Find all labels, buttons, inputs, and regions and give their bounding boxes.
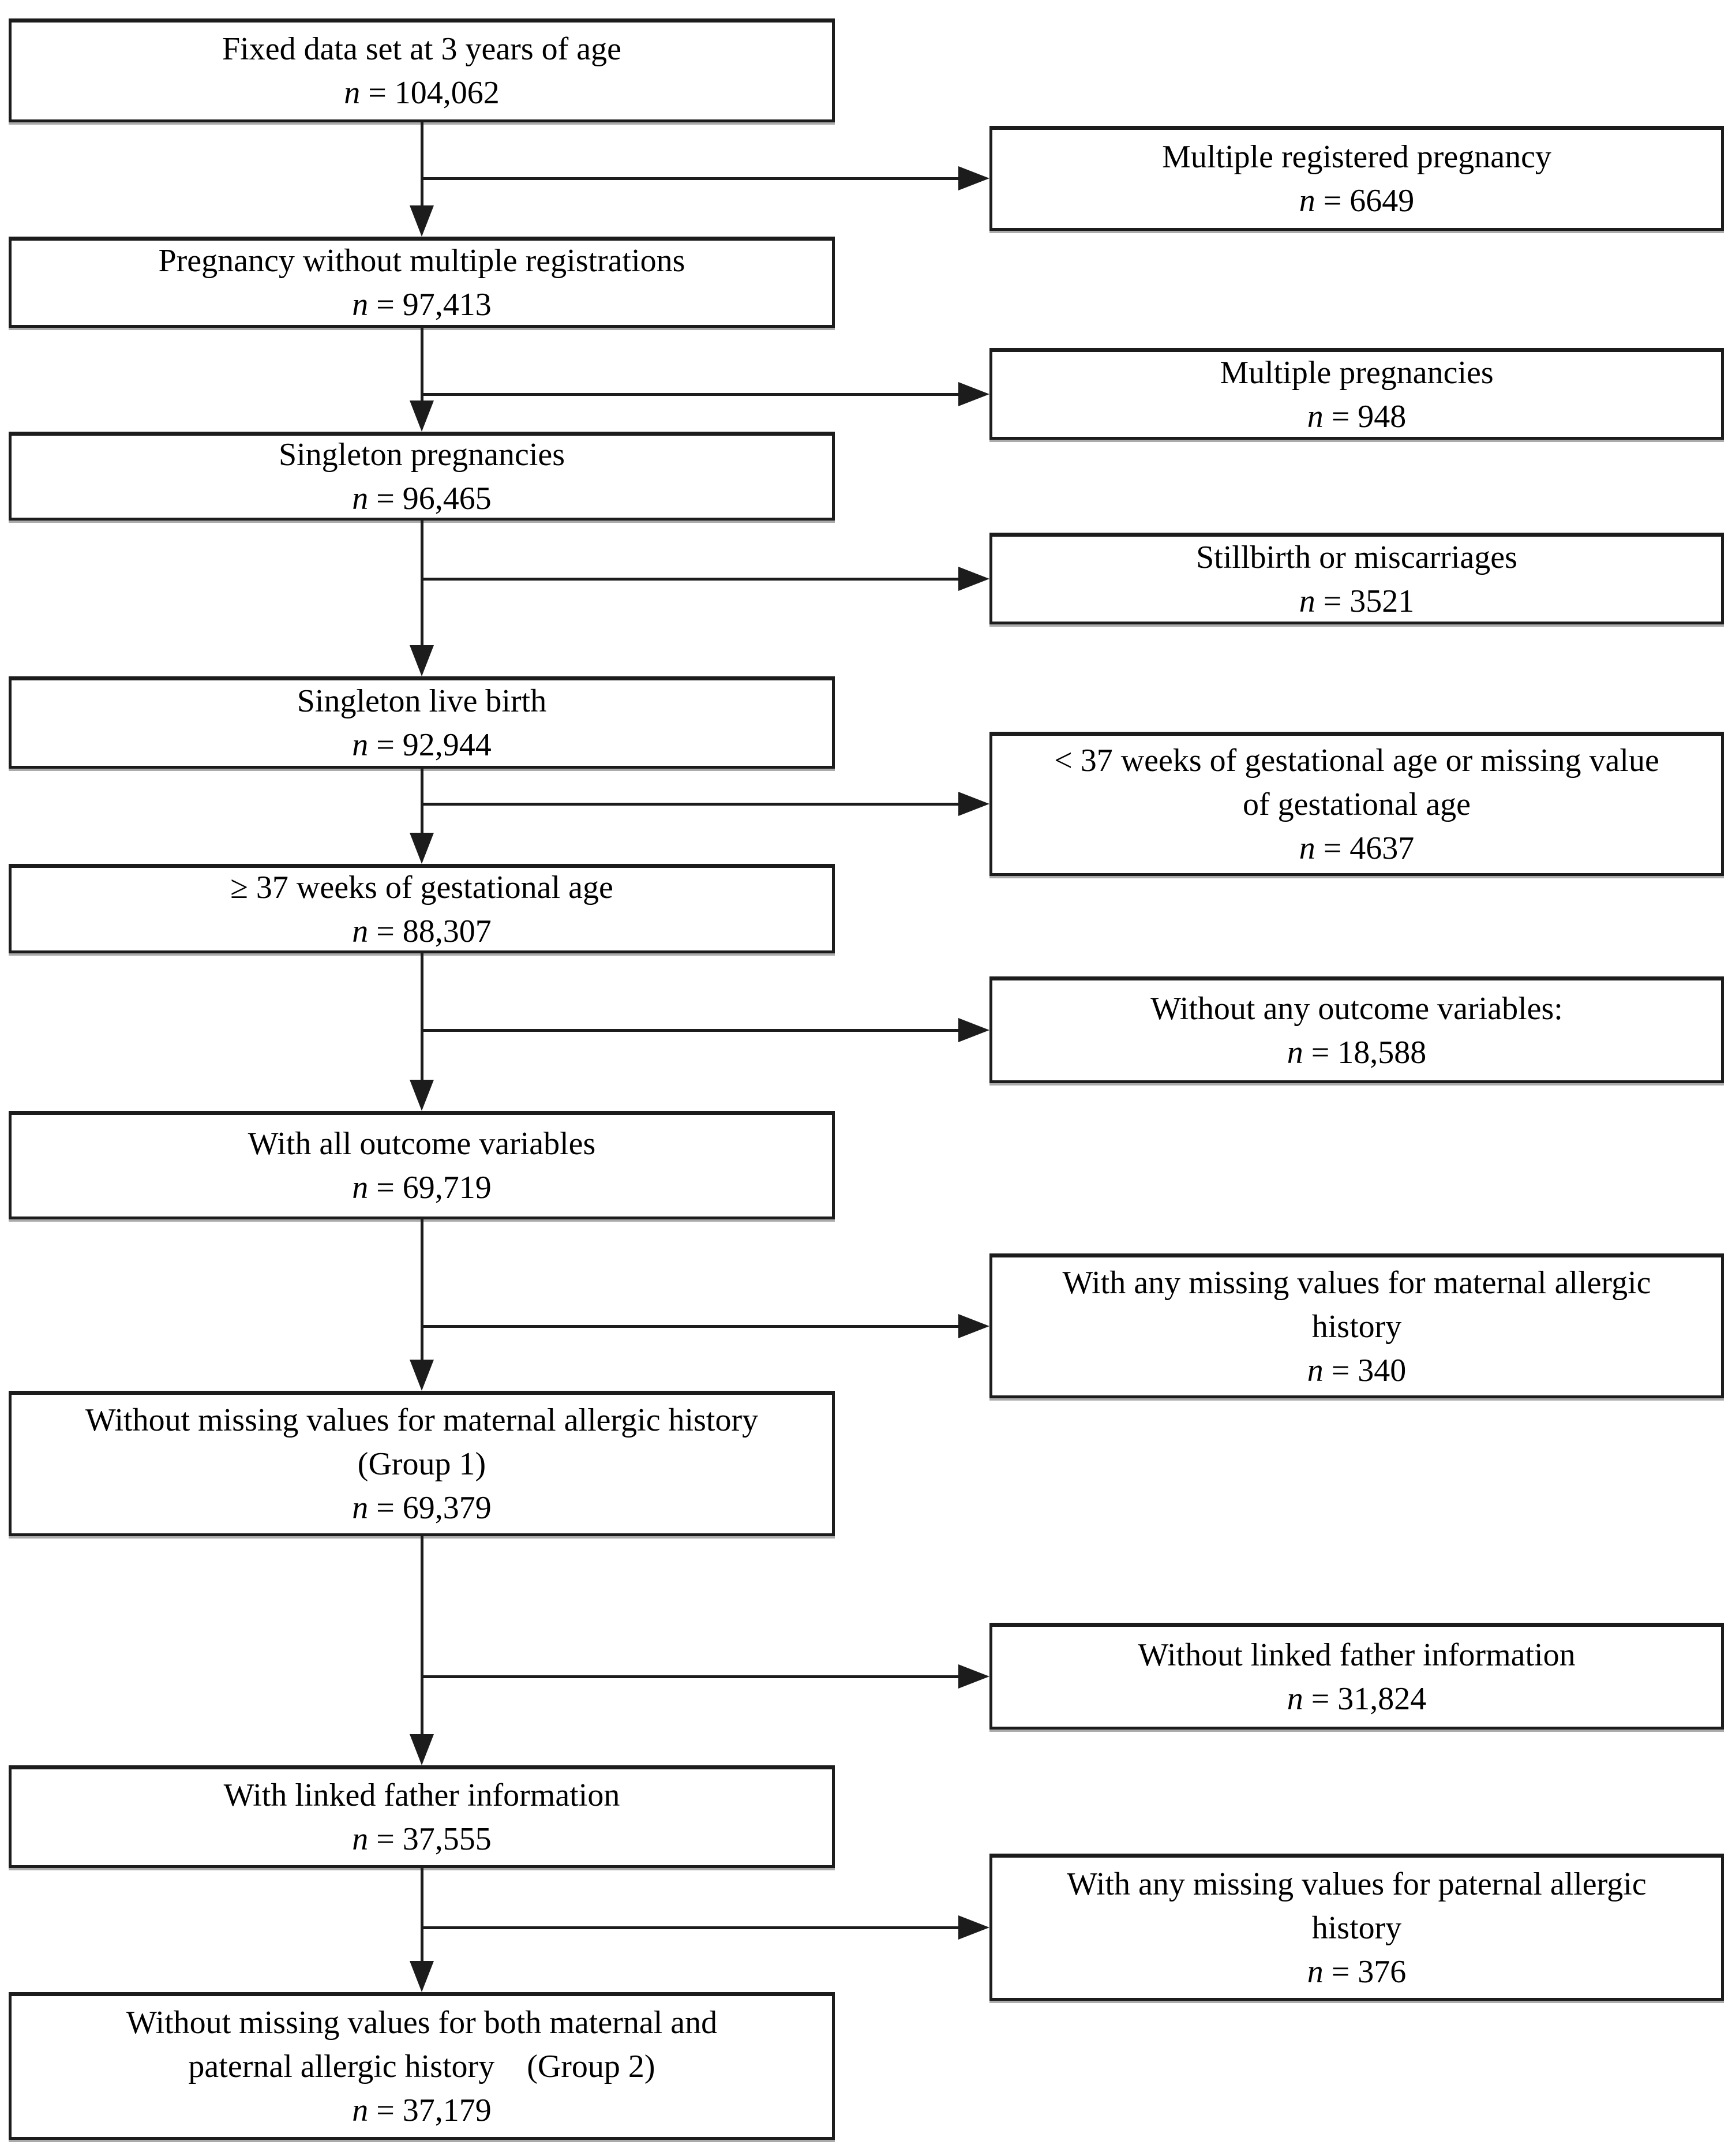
flow-box-side-6: With any missing values for maternal all… [989, 1253, 1724, 1398]
connector-branch-line [422, 1325, 961, 1328]
flow-box-main-9: Without missing values for both maternal… [9, 1992, 835, 2140]
connector-branch-line [422, 803, 961, 806]
box-text-line: (Group 1) [357, 1446, 486, 1482]
flow-box-side-7: Without linked father information n = 31,… [989, 1623, 1724, 1730]
flow-box-main-3: Singleton pregnancies n = 96,465 [9, 432, 835, 521]
right-arrow-icon [958, 567, 989, 591]
right-arrow-icon [958, 1018, 989, 1042]
right-arrow-icon [958, 166, 989, 190]
box-text-line: Multiple registered pregnancy [1162, 139, 1551, 175]
box-text-line: of gestational age [1243, 787, 1471, 822]
right-arrow-icon [958, 792, 989, 816]
connector-branch-line [422, 1926, 961, 1929]
connector-vertical-line [421, 769, 423, 835]
flow-box-side-4: < 37 weeks of gestational age or missing… [989, 732, 1724, 876]
sample-size-line: n = 88,307 [352, 913, 492, 949]
right-arrow-icon [958, 382, 989, 406]
box-text-line: With linked father information [223, 1777, 620, 1813]
sample-size-line: n = 97,413 [352, 287, 492, 323]
sample-size-line: n = 96,465 [352, 481, 492, 516]
box-text-line: paternal allergic history (Group 2) [188, 2049, 655, 2084]
right-arrow-icon [958, 1915, 989, 1940]
box-text-line: Without linked father information [1138, 1637, 1576, 1673]
sample-size-line: n = 37,179 [352, 2093, 492, 2128]
sample-size-line: n = 69,719 [352, 1170, 492, 1206]
sample-size-line: n = 6649 [1299, 183, 1415, 219]
connector-vertical-line [421, 122, 423, 208]
connector-vertical-line [421, 1219, 423, 1362]
sample-size-line: n = 948 [1307, 398, 1407, 435]
sample-size-line: n = 3521 [1299, 583, 1415, 619]
down-arrow-icon [410, 645, 434, 676]
down-arrow-icon [410, 1734, 434, 1765]
flow-box-main-6: With all outcome variables n = 69,719 [9, 1111, 835, 1219]
right-arrow-icon [958, 1664, 989, 1689]
box-text-line: < 37 weeks of gestational age or missing… [1054, 743, 1659, 778]
box-text-line: Multiple pregnancies [1220, 354, 1494, 391]
connector-vertical-line [421, 1868, 423, 1963]
flow-box-main-1: Fixed data set at 3 years of age n = 104,… [9, 18, 835, 122]
connector-branch-line [422, 393, 961, 396]
sample-size-line: n = 104,062 [344, 75, 500, 111]
connector-vertical-line [421, 1536, 423, 1736]
connector-vertical-line [421, 953, 423, 1082]
flow-box-main-7: Without missing values for maternal alle… [9, 1391, 835, 1536]
connector-vertical-line [421, 521, 423, 647]
sample-size-line: n = 92,944 [352, 727, 492, 763]
box-text-line: With any missing values for paternal all… [1067, 1866, 1647, 1902]
box-text-line: With all outcome variables [248, 1126, 596, 1162]
connector-branch-line [422, 1675, 961, 1678]
box-text-line: With any missing values for maternal all… [1062, 1264, 1651, 1301]
down-arrow-icon [410, 1360, 434, 1391]
sample-size-line: n = 69,379 [352, 1490, 492, 1526]
sample-size-line: n = 376 [1307, 1953, 1407, 1990]
connector-branch-line [422, 177, 961, 180]
flow-box-main-4: Singleton live birth n = 92,944 [9, 676, 835, 769]
box-text-line: Stillbirth or miscarriages [1196, 539, 1517, 575]
box-text-line: Singleton pregnancies [278, 437, 565, 473]
flow-box-main-5: ≥ 37 weeks of gestational age n = 88,307 [9, 864, 835, 953]
flow-box-side-8: With any missing values for paternal all… [989, 1854, 1724, 2001]
box-text-line: Fixed data set at 3 years of age [222, 31, 621, 67]
box-text-line: Without any outcome variables: [1150, 990, 1563, 1027]
box-text-line: Without missing values for maternal alle… [85, 1402, 759, 1438]
sample-size-line: n = 340 [1307, 1352, 1407, 1388]
flow-box-side-2: Multiple pregnancies n = 948 [989, 348, 1724, 440]
sample-size-line: n = 4637 [1299, 830, 1415, 866]
flow-box-side-1: Multiple registered pregnancy n = 6649 [989, 126, 1724, 231]
sample-size-line: n = 18,588 [1287, 1034, 1427, 1070]
box-text-line: history [1311, 1910, 1402, 1946]
flow-box-side-3: Stillbirth or miscarriages n = 3521 [989, 533, 1724, 624]
right-arrow-icon [958, 1314, 989, 1338]
box-text-line: Singleton live birth [297, 683, 547, 719]
flow-box-side-5: Without any outcome variables: n = 18,588 [989, 976, 1724, 1083]
down-arrow-icon [410, 833, 434, 864]
box-text-line: history [1311, 1308, 1402, 1345]
down-arrow-icon [410, 1080, 434, 1111]
connector-branch-line [422, 1029, 961, 1032]
sample-size-line: n = 37,555 [352, 1821, 492, 1857]
down-arrow-icon [410, 400, 434, 432]
flow-box-main-8: With linked father information n = 37,555 [9, 1765, 835, 1868]
down-arrow-icon [410, 205, 434, 237]
box-text-line: Pregnancy without multiple registrations [158, 243, 685, 279]
box-text-line: ≥ 37 weeks of gestational age [230, 869, 613, 905]
sample-size-line: n = 31,824 [1287, 1680, 1427, 1717]
connector-vertical-line [421, 328, 423, 403]
down-arrow-icon [410, 1961, 434, 1992]
flow-box-main-2: Pregnancy without multiple registrations… [9, 237, 835, 328]
connector-branch-line [422, 578, 961, 581]
box-text-line: Without missing values for both maternal… [126, 2005, 718, 2041]
